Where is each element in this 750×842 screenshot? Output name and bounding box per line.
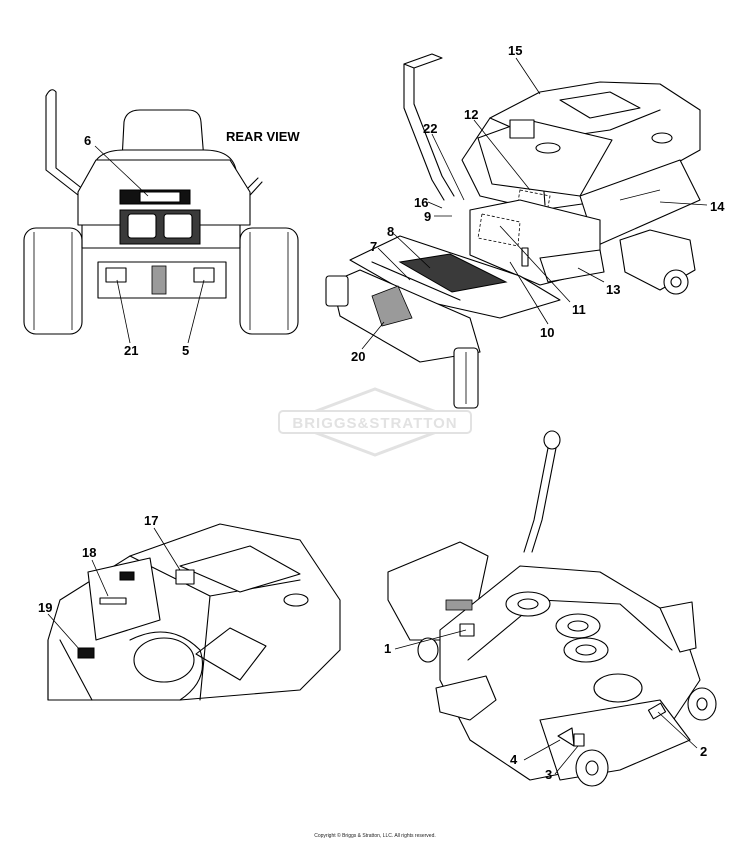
seat-back bbox=[121, 109, 205, 161]
callout-17: 17 bbox=[144, 513, 159, 528]
dash-closeup-drawing bbox=[47, 523, 341, 701]
watermark-shape-icon bbox=[278, 387, 472, 457]
callout-15: 15 bbox=[508, 43, 523, 58]
copyright-notice: Copyright © Briggs & Stratton, LLC. All … bbox=[314, 833, 436, 839]
callout-21: 21 bbox=[124, 343, 139, 358]
mower-deck-drawing bbox=[387, 430, 717, 787]
left-rear-tire bbox=[23, 227, 83, 335]
callout-19: 19 bbox=[38, 600, 53, 615]
callout-2: 2 bbox=[700, 744, 708, 759]
callout-20: 20 bbox=[351, 349, 366, 364]
tractor-drawing bbox=[325, 53, 708, 409]
callout-11: 11 bbox=[572, 302, 586, 317]
rear-decal-6 bbox=[139, 191, 181, 203]
callout-4: 4 bbox=[510, 752, 518, 767]
right-rear-tire bbox=[239, 227, 299, 335]
callout-16: 16 bbox=[414, 195, 429, 210]
callout-22: 22 bbox=[423, 121, 438, 136]
callout-7: 7 bbox=[370, 239, 378, 254]
callout-18: 18 bbox=[82, 545, 97, 560]
brand-watermark: BRIGGS&STRATTON bbox=[275, 383, 475, 461]
callout-14: 14 bbox=[710, 199, 725, 214]
callout-1: 1 bbox=[384, 641, 392, 656]
watermark-text: BRIGGS&STRATTON bbox=[292, 415, 458, 432]
rear-decal-21 bbox=[105, 267, 127, 283]
rear-decal-5 bbox=[193, 267, 215, 283]
callout-12: 12 bbox=[464, 107, 479, 122]
callout-3: 3 bbox=[545, 767, 553, 782]
callout-6: 6 bbox=[84, 133, 92, 148]
callout-9: 9 bbox=[424, 209, 432, 224]
callout-10: 10 bbox=[540, 325, 555, 340]
callout-13: 13 bbox=[606, 282, 621, 297]
rear-view-title: REAR VIEW bbox=[226, 129, 300, 144]
callout-8: 8 bbox=[387, 224, 395, 239]
callout-5: 5 bbox=[182, 343, 190, 358]
rear-view-drawing bbox=[23, 89, 299, 344]
